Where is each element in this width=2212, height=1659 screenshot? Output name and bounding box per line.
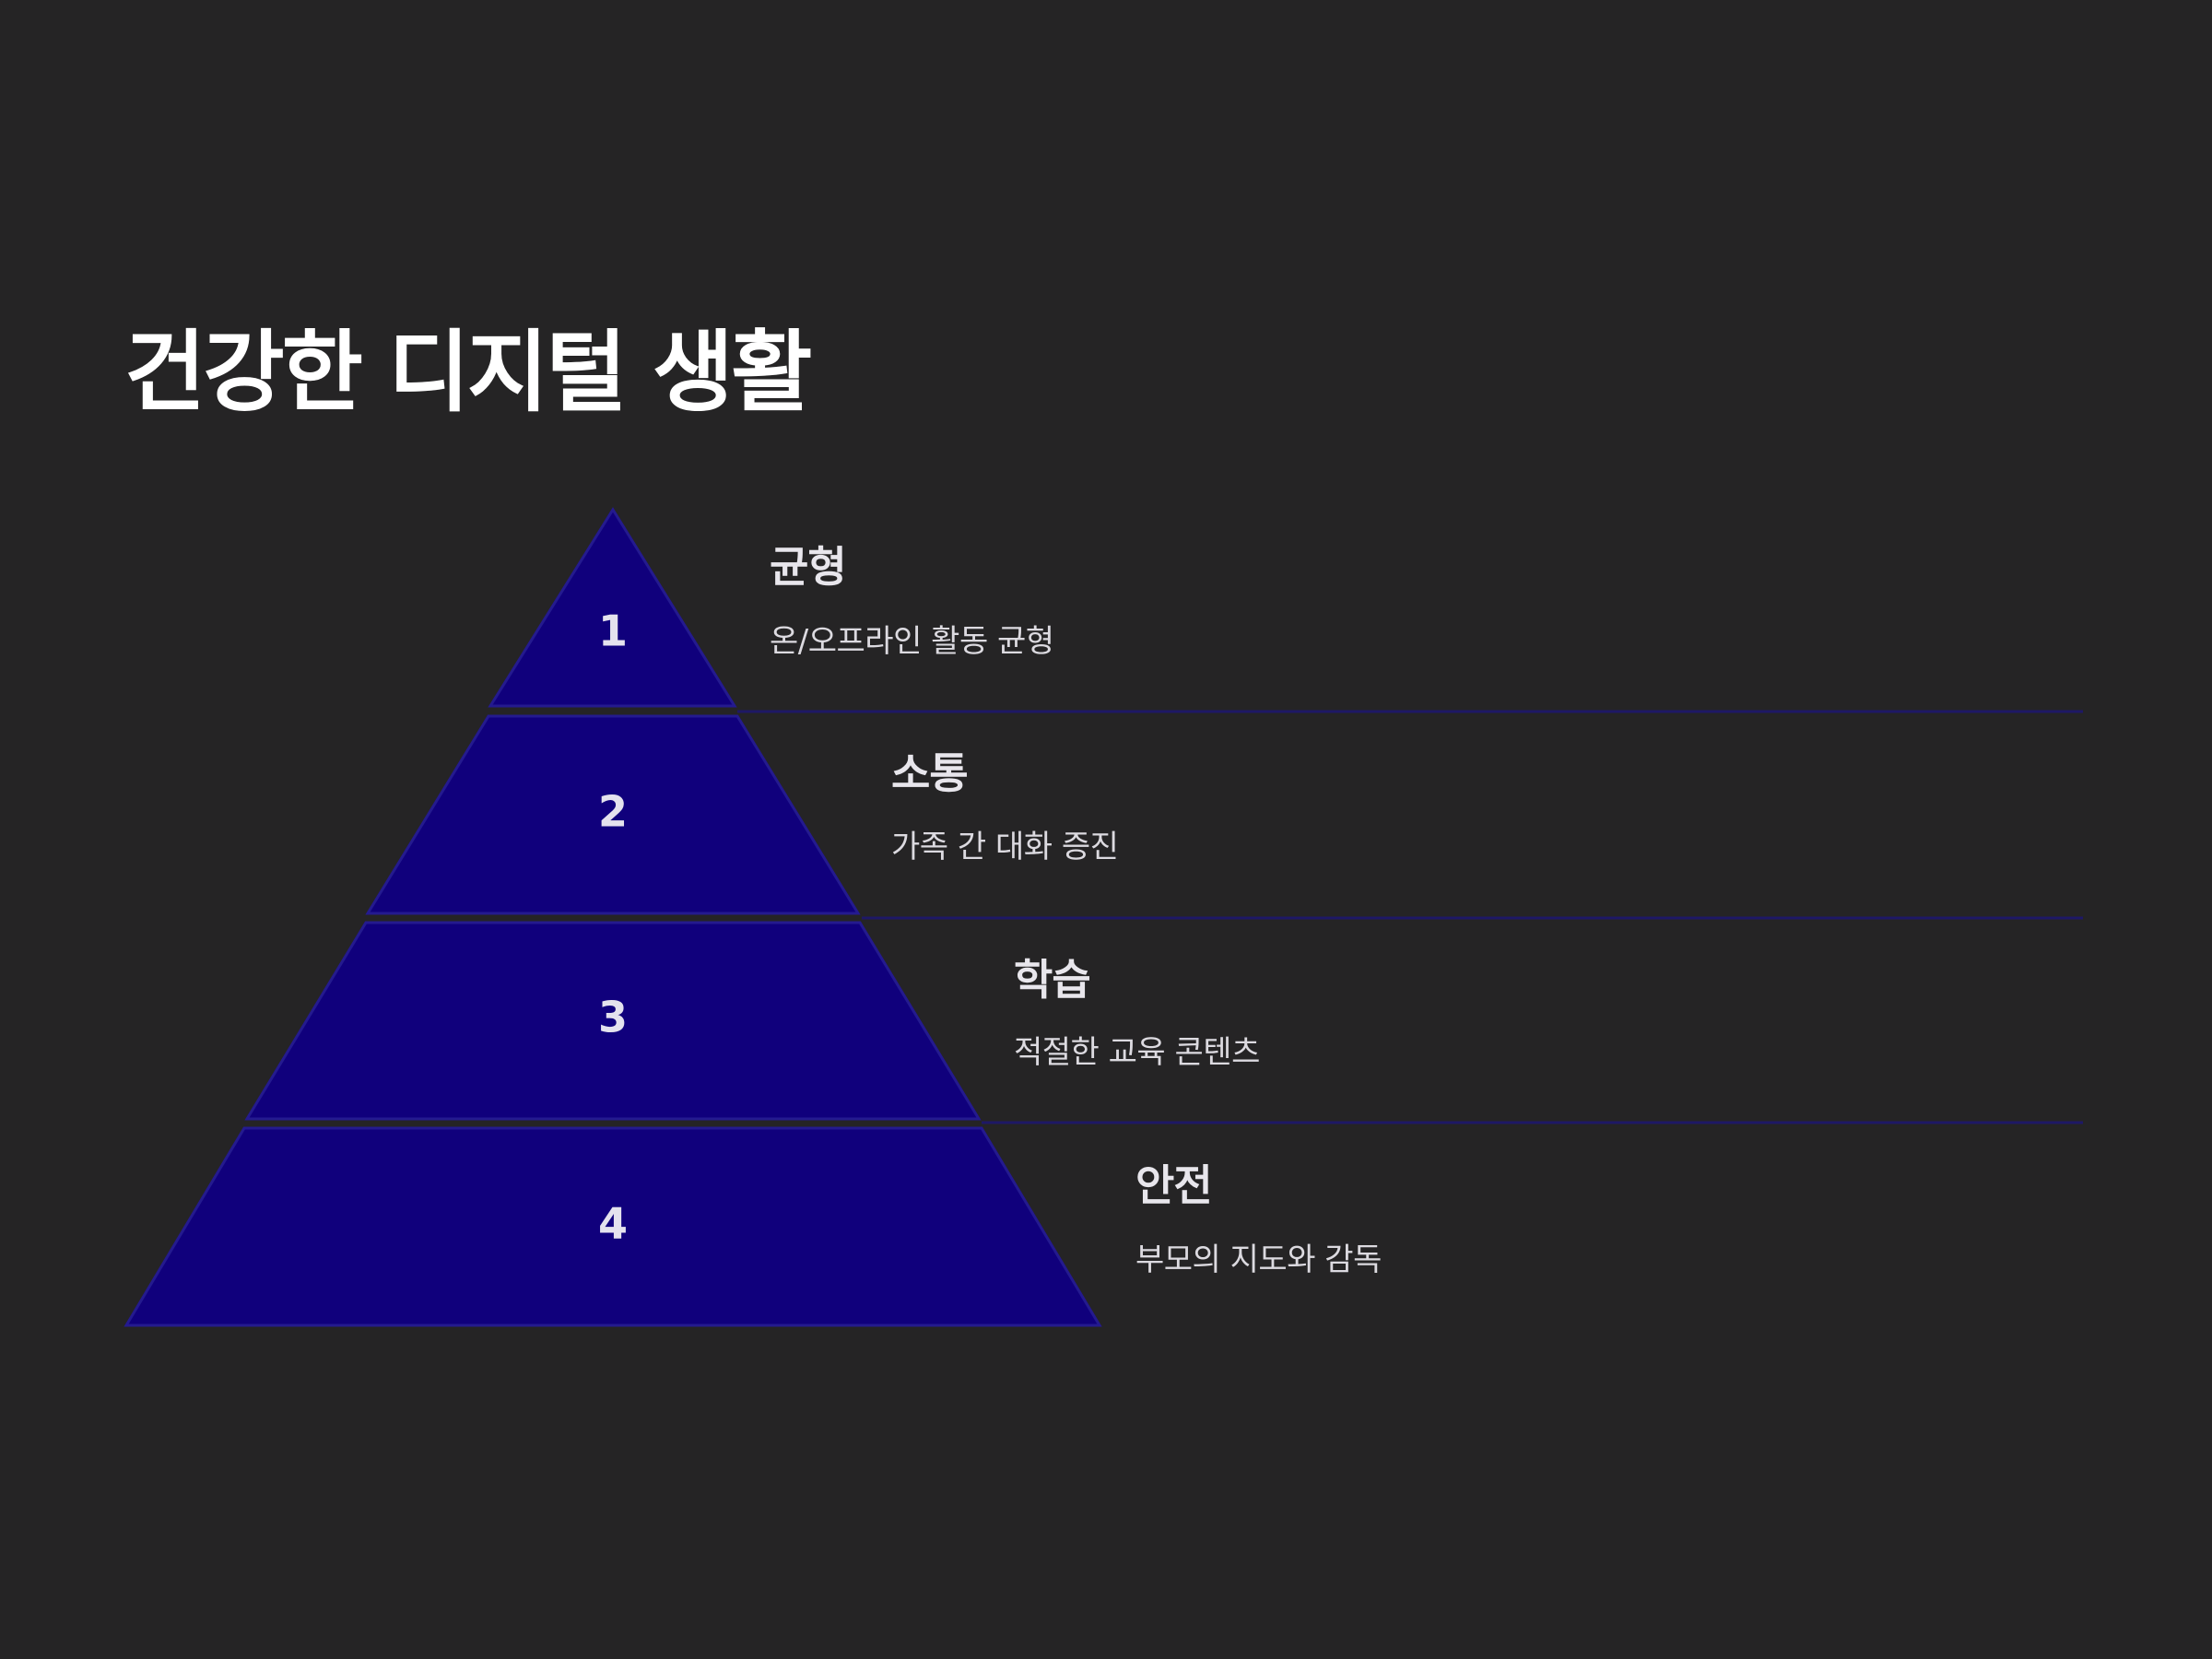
page-title: 건강한 디지털 생활	[124, 321, 812, 424]
tier-4-number: 4	[598, 1199, 628, 1249]
tier-3-description: 적절한 교육 콘텐츠	[1014, 1034, 1260, 1071]
tier-2-description: 가족 간 대화 증진	[891, 829, 1119, 865]
tier-2-shape	[365, 714, 861, 915]
tier-2-number: 2	[598, 787, 628, 837]
tier-1-number: 1	[598, 606, 628, 656]
tier-4-shape	[124, 1126, 1102, 1327]
tier-1-heading: 균형	[770, 542, 847, 592]
tier-4-heading: 안전	[1135, 1160, 1213, 1210]
tier-3-shape	[244, 921, 982, 1121]
tier-3-heading: 학습	[1014, 955, 1091, 1005]
tier-3-number: 3	[598, 993, 628, 1042]
tier-1-description: 온/오프라인 활동 균형	[770, 623, 1054, 660]
tier-2-heading: 소통	[891, 748, 969, 798]
tier-1-shape	[488, 507, 737, 708]
tier-4-description: 부모의 지도와 감독	[1135, 1241, 1382, 1278]
